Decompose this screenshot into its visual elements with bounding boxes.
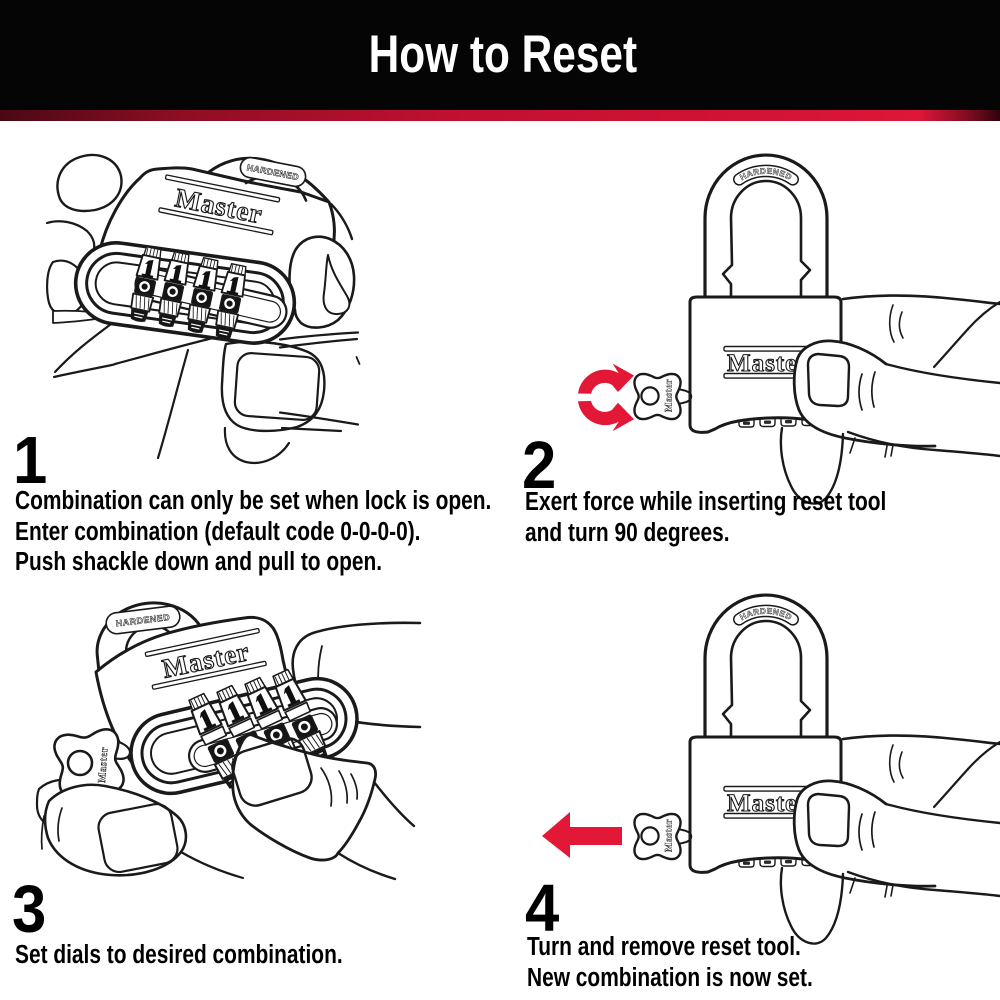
svg-text:Master: Master — [96, 746, 110, 783]
